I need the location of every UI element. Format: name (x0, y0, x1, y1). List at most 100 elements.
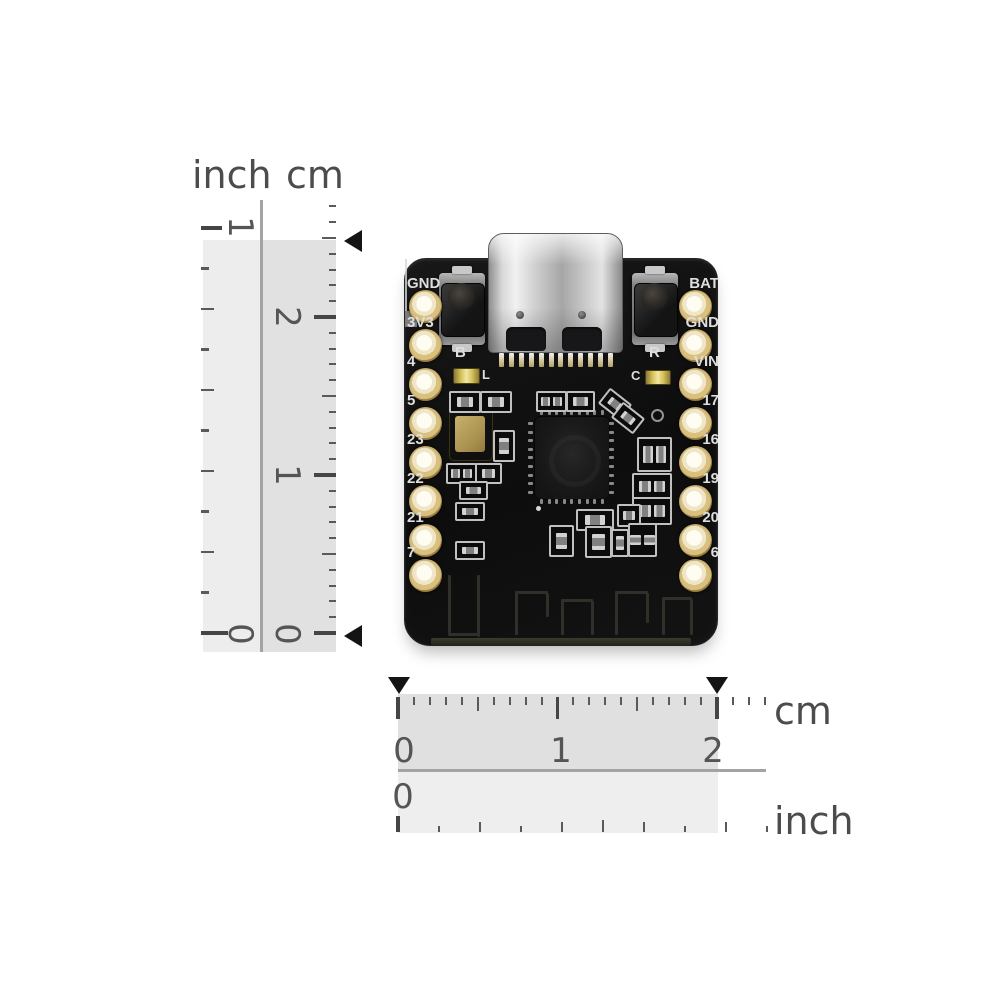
cm-tick (731, 697, 734, 705)
silkscreen-circle (651, 409, 664, 422)
cm-tick (620, 697, 623, 705)
chip-pad (528, 473, 533, 477)
smd-component (637, 437, 672, 472)
usb-pin (598, 353, 603, 367)
button-tab (452, 344, 472, 352)
smd-body (616, 535, 624, 551)
smd-body (638, 504, 651, 518)
smd-body (466, 486, 481, 495)
pin-pad-20 (679, 524, 712, 557)
smd-body (638, 480, 651, 493)
right-marker-arrow-icon (706, 677, 728, 694)
pin-label-3v3: 3V3 (407, 314, 434, 331)
pin-pad-16 (679, 446, 712, 479)
smd-body (619, 410, 637, 426)
cm-tick (314, 473, 336, 477)
pin-label-gnd: GND (407, 275, 441, 292)
cm-tick (329, 268, 336, 271)
cm-tick (329, 426, 336, 429)
cm-tick (314, 631, 336, 635)
pin-pad-5 (409, 407, 442, 440)
usb-pin (508, 353, 514, 367)
esp32-chip (534, 416, 610, 500)
horizontal-ruler-inch-unit-label: inch (774, 799, 854, 843)
inch-tick (396, 816, 400, 832)
user-led-label: L (482, 367, 490, 382)
ruler-number: 0 (392, 777, 414, 817)
ruler-number: 0 (393, 731, 415, 771)
pin-pad-vin (679, 368, 712, 401)
chip-pad (528, 439, 533, 443)
inch-tick (684, 826, 686, 832)
cm-tick (329, 584, 336, 587)
pin-label-5: 5 (407, 392, 416, 409)
usb-c-connector (488, 233, 623, 353)
inch-tick (201, 429, 209, 432)
inch-tick (201, 631, 228, 635)
pin-pad-7 (409, 559, 442, 592)
smd-body (585, 515, 605, 525)
usb-notch (562, 327, 602, 351)
reset-button (632, 266, 678, 352)
charge-led (645, 370, 671, 385)
cm-tick (412, 697, 415, 705)
cm-tick (508, 697, 511, 705)
antenna-trace (690, 599, 693, 635)
button-plunger (641, 283, 668, 310)
cm-tick (555, 697, 560, 719)
smd-component (628, 523, 657, 557)
pin1-marker-dot (536, 506, 541, 511)
ruler-number: 0 (220, 623, 260, 645)
chip-pad (528, 490, 533, 494)
cm-tick (329, 379, 336, 382)
cm-tick (314, 315, 336, 319)
inch-tick (602, 820, 604, 832)
inch-tick (201, 307, 214, 311)
smd-component (632, 473, 672, 500)
usb-rivet-icon (516, 311, 524, 319)
pin-label-6: 6 (710, 544, 719, 561)
chip-pad (585, 410, 589, 415)
chip-pad (609, 447, 614, 451)
chip-pad (609, 473, 614, 477)
cm-tick (329, 489, 336, 492)
chip-pad (609, 430, 614, 434)
smd-component (455, 541, 485, 560)
antenna-trace (561, 599, 593, 602)
chip-pad (609, 439, 614, 443)
cm-tick (524, 697, 527, 705)
cm-tick (684, 697, 687, 705)
inch-tick (201, 591, 209, 594)
inch-tick (201, 348, 209, 351)
pin-pad-gnd (409, 290, 442, 323)
smd-body (463, 469, 472, 478)
pin-pad-6 (679, 559, 712, 592)
smd-body (644, 534, 655, 546)
boot-button (439, 266, 485, 352)
user-led (453, 368, 480, 384)
chip-pad (547, 410, 551, 415)
usb-pin (578, 353, 584, 367)
cm-tick (572, 697, 575, 705)
cm-tick (476, 697, 479, 711)
board-bottom-edge (431, 638, 691, 645)
pin-label-bat: BAT (689, 275, 719, 292)
antenna-trace (561, 601, 564, 635)
chip-pad (540, 499, 543, 504)
antenna-trace (448, 633, 477, 636)
chip-pad (578, 410, 581, 415)
smd-component (480, 391, 512, 413)
smd-body (451, 469, 460, 478)
vertical-ruler-cm-unit-label: cm (286, 153, 344, 197)
cm-tick (329, 363, 336, 366)
silkscreen-line (405, 259, 407, 285)
smd-component (585, 526, 612, 558)
cm-tick (636, 697, 639, 711)
smd-body (643, 446, 653, 463)
usb-pin (548, 353, 554, 367)
pin-pad-gnd (679, 329, 712, 362)
pin-label-gnd: GND (685, 314, 719, 331)
smd-body (573, 397, 588, 406)
smd-body (499, 437, 509, 455)
